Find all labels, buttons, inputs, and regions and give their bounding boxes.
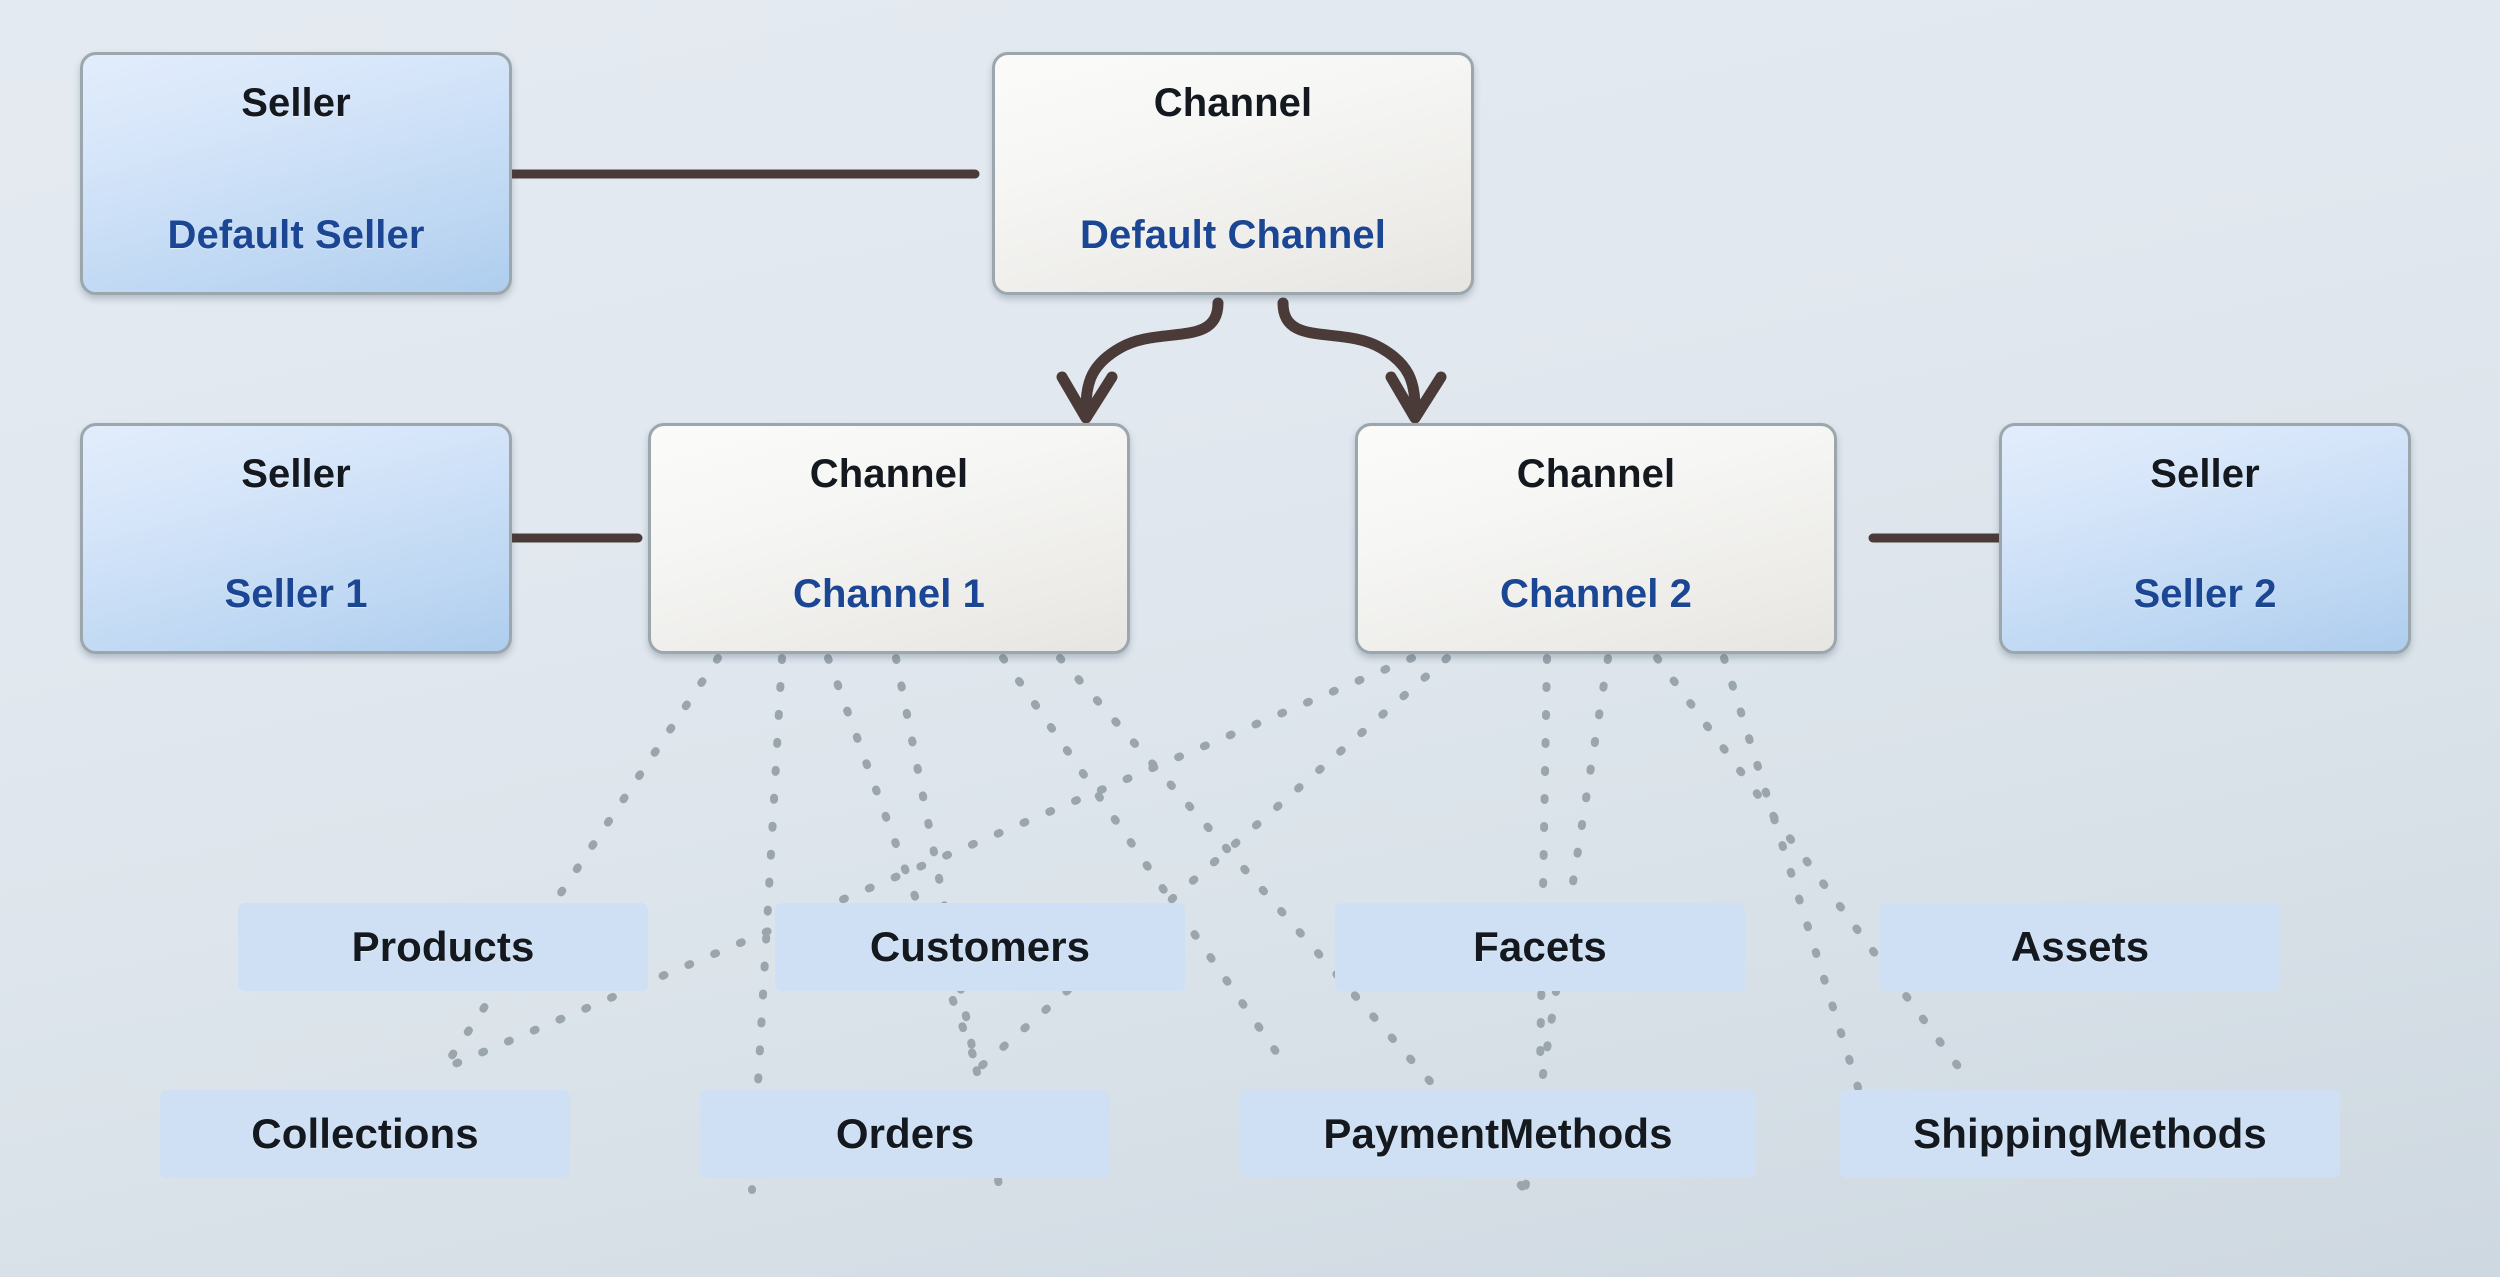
entity-collections[interactable]: Collections [160,1090,570,1178]
entity-products[interactable]: Products [238,903,648,991]
node-name-label: Seller 2 [2133,572,2277,616]
dotted-channel2-facets [1536,654,1551,1073]
node-channel-2[interactable]: Channel Channel 2 [1355,423,1837,654]
entity-label: Customers [869,923,1091,970]
entity-paymentmethods[interactable]: PaymentMethods [1240,1090,1756,1178]
node-type-label: Seller [241,452,351,496]
dotted-channel2-customers [974,654,1451,1073]
node-type-label: Channel [1516,452,1676,496]
node-type-label: Channel [809,452,969,496]
entity-label: Assets [2010,923,2150,970]
dotted-channel1-facets [999,654,1292,1073]
dotted-channel2-assets [1653,654,1964,1073]
node-seller-2[interactable]: Seller Seller 2 [1999,423,2411,654]
entity-customers[interactable]: Customers [775,903,1185,991]
dotted-channel2-products [439,654,1416,1073]
node-default-seller[interactable]: Seller Default Seller [80,52,512,295]
dotted-channel1-customers [824,654,982,1073]
entity-shippingmethods[interactable]: ShippingMethods [1840,1090,2340,1178]
entity-label: Products [351,923,535,970]
node-name-label: Default Seller [167,213,425,257]
node-channel-1[interactable]: Channel Channel 1 [648,423,1130,654]
node-name-label: Channel 2 [1499,572,1693,616]
entity-facets[interactable]: Facets [1335,903,1745,991]
entity-orders[interactable]: Orders [700,1090,1110,1178]
node-type-label: Seller [241,81,351,125]
arrow-default-channel-to-channel-1 [1056,297,1224,424]
entity-assets[interactable]: Assets [1880,903,2280,991]
node-name-label: Channel 1 [792,572,986,616]
entity-label: Facets [1473,923,1607,970]
dotted-channel1-products [439,654,722,1073]
node-seller-1[interactable]: Seller Seller 1 [80,423,512,654]
node-name-label: Default Channel [1080,213,1386,257]
entity-label: PaymentMethods [1323,1110,1673,1157]
node-name-label: Seller 1 [224,572,368,616]
node-type-label: Seller [2150,452,2260,496]
node-type-label: Channel [1153,81,1313,125]
node-default-channel[interactable]: Channel Default Channel [992,52,1474,295]
arrow-default-channel-to-channel-2 [1277,297,1447,424]
entity-label: Collections [251,1110,479,1157]
entity-label: ShippingMethods [1913,1110,2267,1157]
entity-label: Orders [835,1110,975,1157]
